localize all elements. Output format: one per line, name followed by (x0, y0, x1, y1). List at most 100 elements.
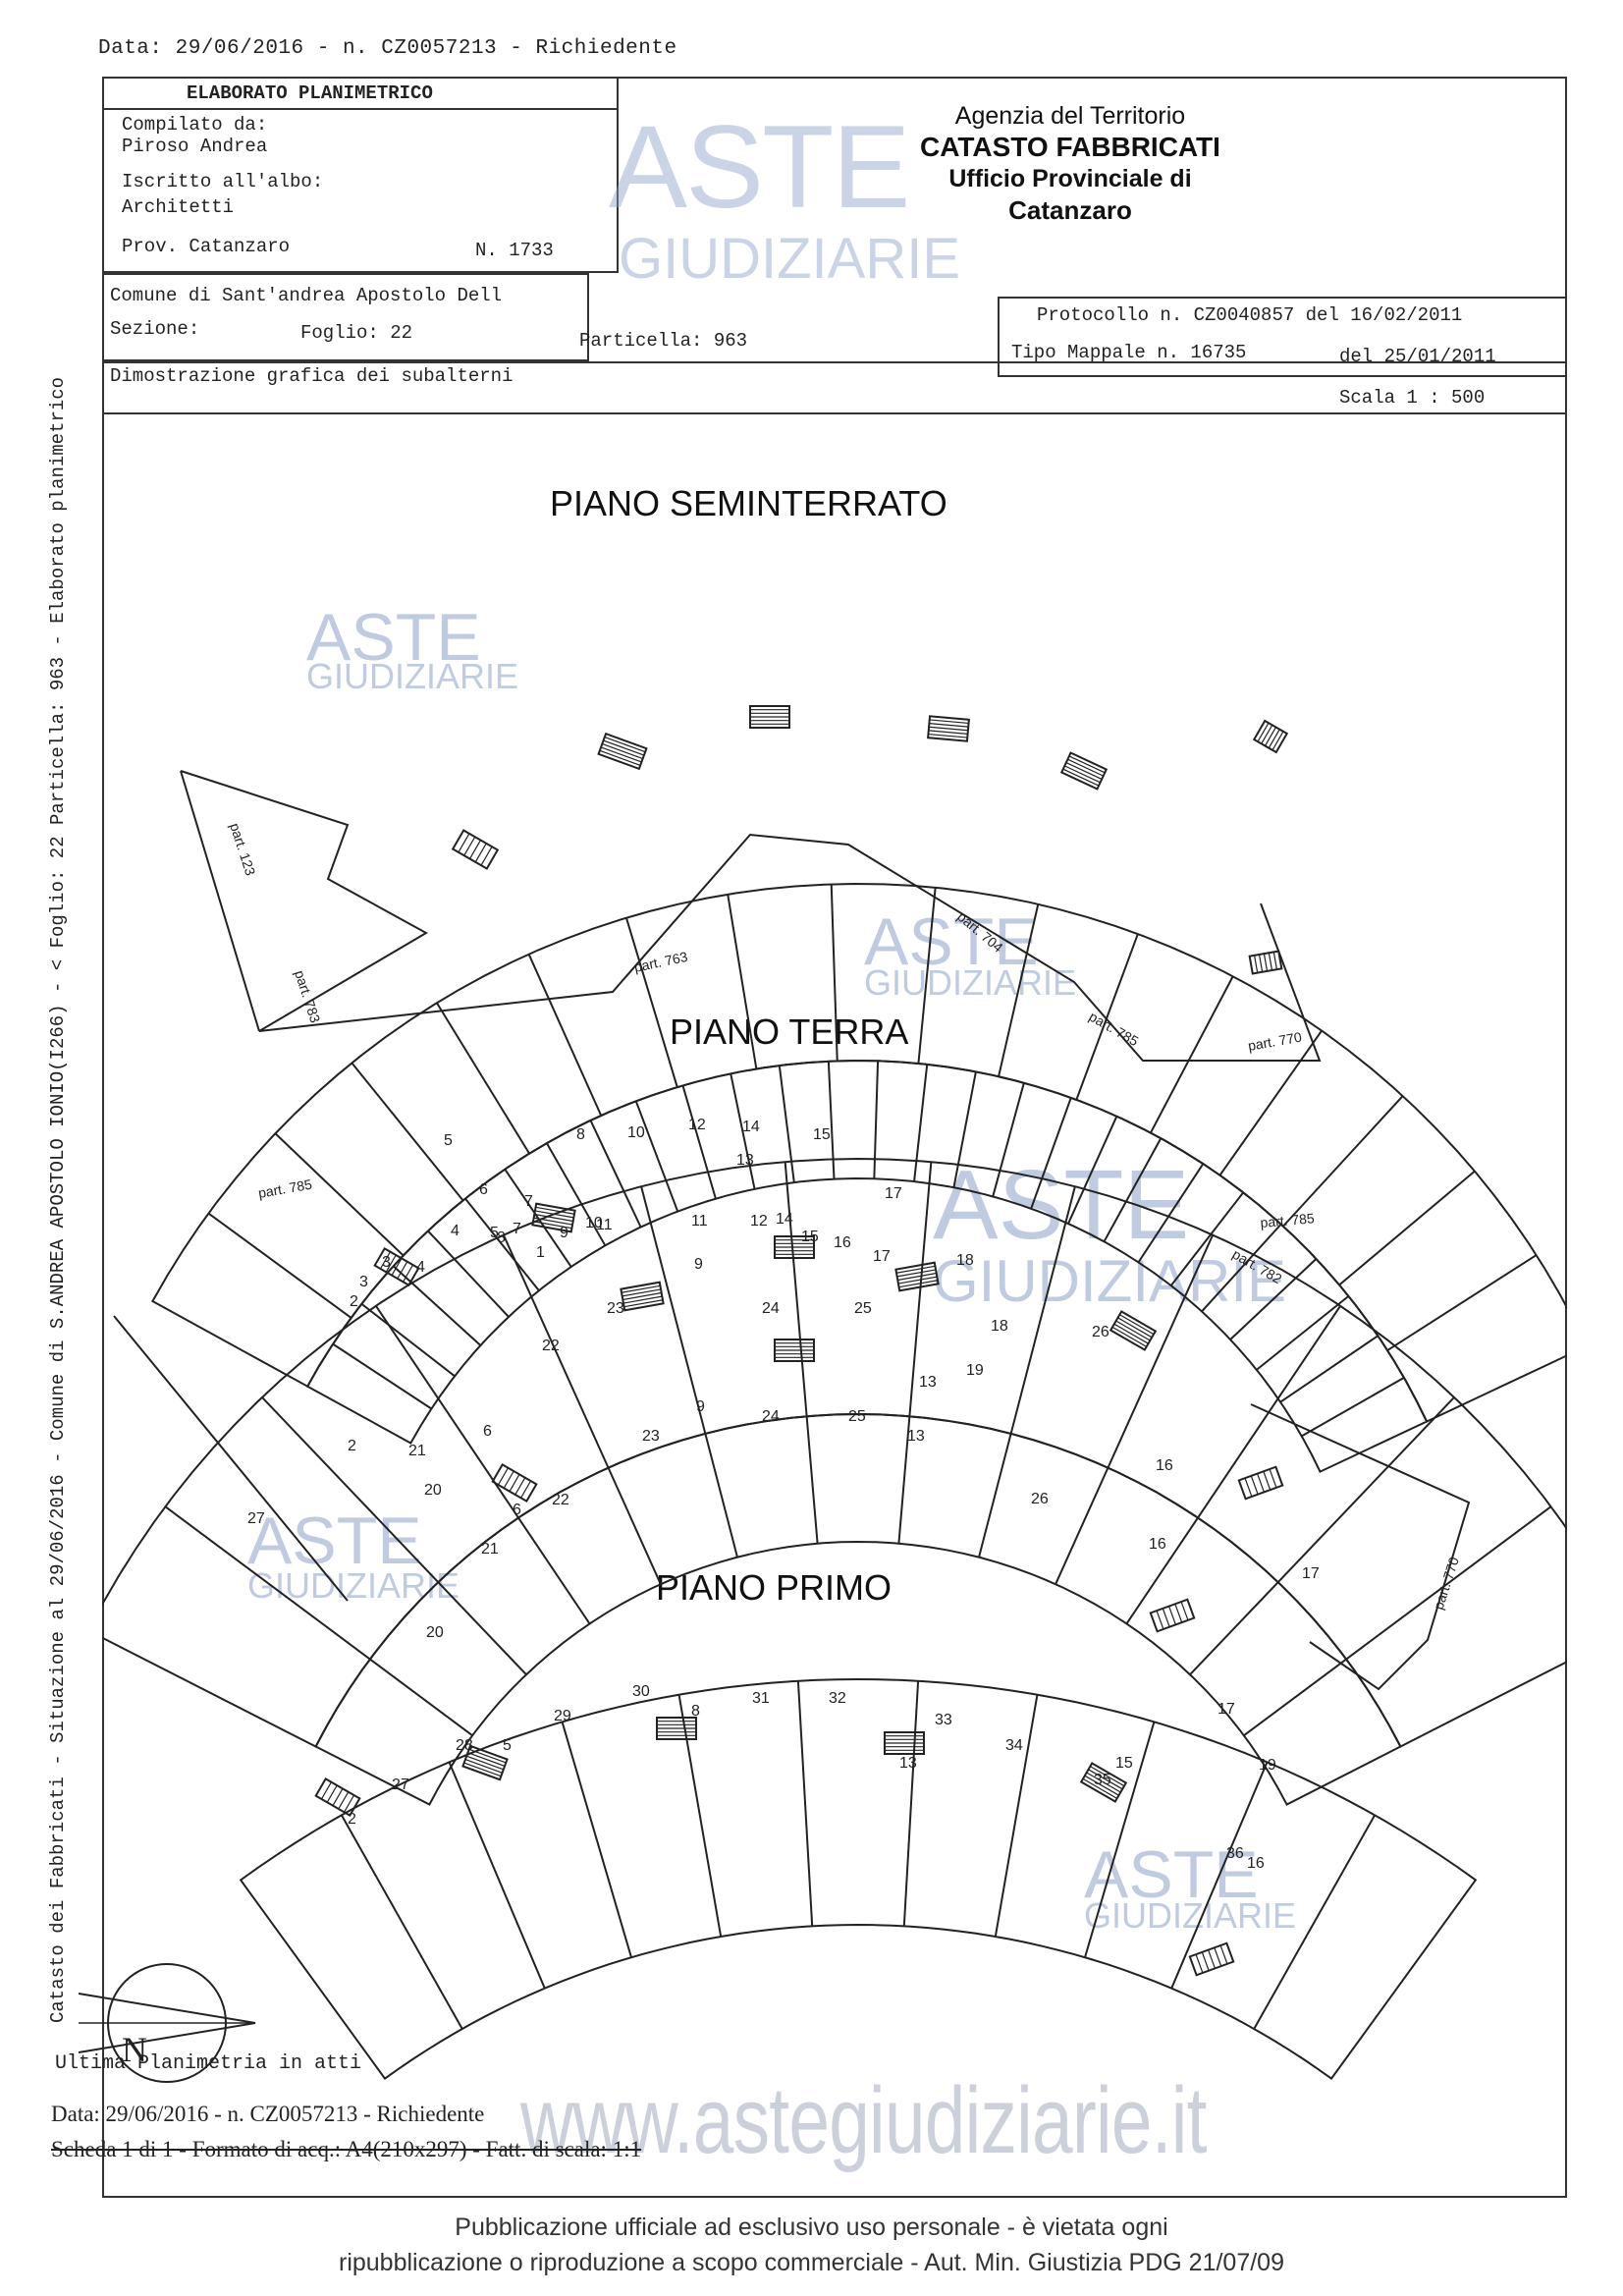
semi-outer-band-divider (274, 1132, 405, 1257)
primo-stairs-4 (884, 1731, 925, 1755)
semi-outer-band-divider (830, 884, 839, 1062)
semi-outer-band-divider (1282, 1095, 1404, 1228)
semi-inner-band-divider (427, 1230, 510, 1318)
semi-unit-label: 12 (688, 1117, 706, 1133)
semi-outer-band-divider (351, 1062, 464, 1202)
terra-outer-band-divider (261, 1396, 440, 1583)
semi-unit-label: 11 (691, 1213, 708, 1230)
primo-band-divider (1084, 1722, 1156, 1958)
terra-unit-label: 19 (1259, 1757, 1276, 1774)
terra-outer-band-divider (1107, 1234, 1215, 1469)
semi-inner-band-divider (589, 1120, 642, 1228)
primo-stairs-3 (656, 1717, 697, 1740)
semi-inner-band-divider (1137, 1163, 1205, 1263)
terra-unit-label: 16 (1149, 1536, 1166, 1553)
north-letter: N (122, 2030, 147, 2069)
watermark-giud-2: GIUDIZIARIE (864, 962, 1077, 1003)
primo-unit-label: 28 (456, 1737, 473, 1754)
semi-stairs-4 (927, 715, 970, 742)
terra-outer-band-divider (1345, 1505, 1552, 1661)
semi-unit-label: 1 (536, 1244, 545, 1261)
title-piano-seminterrato: PIANO SEMINTERRATO (550, 483, 947, 523)
ufficio-label: Ufficio Provinciale di (948, 165, 1192, 192)
sezione-label: Sezione: (110, 318, 200, 340)
catasto-fabbricati: CATASTO FABBRICATI (920, 132, 1220, 162)
semi-unit-label: 6 (479, 1181, 488, 1198)
terra-unit-label: 25 (848, 1408, 866, 1425)
semi-inner-band-divider (730, 1073, 756, 1190)
terra-outer-band-divider (375, 1305, 519, 1519)
terra-stairs-8 (1109, 1310, 1158, 1351)
terra-outer-band-divider (640, 1185, 707, 1435)
terra-unit-label: 23 (607, 1300, 624, 1317)
watermark-giud-1: GIUDIZIARIE (306, 656, 519, 696)
dimostrazione-label: Dimostrazione grafica dei subalterni (110, 365, 514, 387)
terra-unit-label: 20 (426, 1624, 444, 1641)
primo-band-divider (796, 1680, 814, 1927)
semi-unit-label: 14 (742, 1119, 760, 1135)
form-title: ELABORATO PLANIMETRICO (187, 82, 433, 104)
part-label: part. 770 (1247, 1029, 1303, 1054)
semi-inner-band-divider (1256, 1295, 1350, 1371)
semi-unit-label: 7 (513, 1221, 521, 1237)
primo-unit-label: 29 (554, 1708, 571, 1724)
terra-stairs-5 (774, 1235, 815, 1259)
footer-date-line: Data: 29/06/2016 - n. CZ0057213 - Richie… (51, 2102, 485, 2126)
semi-outer-band-divider (207, 1212, 352, 1319)
semi-unit-label: 4 (416, 1259, 425, 1276)
title-piano-terra: PIANO TERRA (670, 1011, 909, 1052)
semi-inner-band-divider (1103, 1137, 1163, 1242)
semi-outer-band-divider (436, 1002, 530, 1155)
terra-inner-band-divider (897, 1416, 911, 1544)
watermark-giud-5: GIUDIZIARIE (1084, 1895, 1297, 1936)
semi-outer-band-divider (917, 887, 937, 1065)
primo-unit-label: 8 (691, 1703, 700, 1720)
terra-stairs-4 (620, 1281, 665, 1312)
primo-unit-label: 13 (899, 1755, 917, 1772)
part-label: part. 763 (632, 949, 689, 975)
semi-outer-band-divider (727, 894, 758, 1069)
foglio-value: Foglio: 22 (300, 322, 413, 344)
primo-band-divider (677, 1694, 723, 1938)
terra-inner-band-divider (607, 1467, 662, 1585)
terra-unit-label: 25 (854, 1300, 872, 1317)
semi-outer-band-divider (998, 903, 1040, 1077)
particella-value: Particella: 963 (579, 330, 748, 352)
tipo-mappale: Tipo Mappale n. 16735 (1011, 342, 1247, 363)
semi-unit-label: 14 (776, 1211, 793, 1228)
semi-inner-band-divider (1030, 1097, 1072, 1210)
title-piano-primo: PIANO PRIMO (656, 1567, 893, 1608)
terra-unit-label: 26 (1031, 1491, 1049, 1507)
semi-stairs-3 (749, 705, 790, 729)
part-label: part. 785 (1087, 1009, 1142, 1050)
semi-unit-label: 15 (801, 1229, 819, 1245)
document-frame (102, 77, 1567, 2198)
primo-unit-label: 34 (1005, 1737, 1023, 1754)
primo-unit-label: 35 (1094, 1772, 1111, 1788)
semi-unit-label: 7 (524, 1193, 533, 1210)
terra-outer-band-divider (784, 1162, 808, 1417)
primo-band (239, 1677, 1478, 2080)
semi-unit-label: 19 (966, 1362, 984, 1379)
terra-inner-band-divider (805, 1416, 819, 1544)
semi-unit-label: 17 (873, 1248, 891, 1265)
semi-inner-band-divider (1067, 1116, 1118, 1225)
semi-unit-label: 10 (627, 1124, 645, 1141)
dimostrazione-box (102, 361, 1567, 414)
terra-stairs-6 (774, 1339, 815, 1362)
compilato-label: Compilato da: (122, 114, 268, 136)
part-label: part. 785 (257, 1176, 313, 1201)
semi-unit-label: 8 (497, 1230, 506, 1246)
watermark-giud-3: GIUDIZIARIE (933, 1248, 1287, 1314)
terra-unit-label: 22 (542, 1338, 560, 1354)
notice-line-1: Pubblicazione ufficiale ad esclusivo uso… (455, 2214, 1168, 2241)
semi-inner-band-divider (546, 1142, 607, 1246)
semi-unit-label: 15 (813, 1126, 831, 1143)
watermark-url: www.astegiudiziarie.it (520, 2068, 1207, 2173)
terra-stairs-2 (491, 1462, 538, 1503)
terra-unit-label: 2 (348, 1438, 356, 1454)
primo-unit-label: 5 (503, 1737, 512, 1754)
semi-inner-band-divider (392, 1265, 482, 1346)
ultima-planimetria: Ultima Planimetria in atti (55, 2052, 362, 2075)
primo-stairs-2 (461, 1744, 509, 1781)
